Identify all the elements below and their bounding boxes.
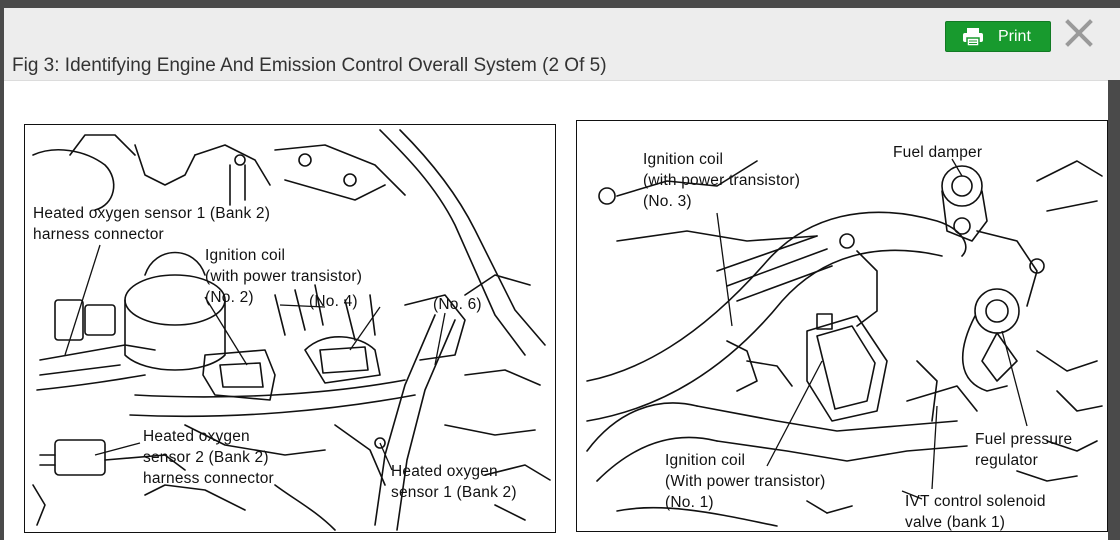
label-ignition-coil-no1-line3: (No. 1) bbox=[665, 494, 714, 511]
label-ignition-coil-no3: Ignition coil bbox=[643, 151, 724, 168]
left-engine-diagram: Heated oxygen sensor 1 (Bank 2) harness … bbox=[24, 124, 556, 533]
right-engine-diagram: Ignition coil (with power transistor) (N… bbox=[576, 120, 1108, 532]
figure-title: Fig 3: Identifying Engine And Emission C… bbox=[12, 55, 607, 76]
label-fuel-damper: Fuel damper bbox=[893, 144, 983, 161]
left-engine-illustration bbox=[32, 129, 551, 531]
label-ignition-coil-no1: Ignition coil bbox=[665, 452, 746, 469]
label-o2-sensor1-bank2-connector: Heated oxygen sensor 1 (Bank 2) bbox=[33, 205, 271, 222]
label-ivt-control-solenoid: IVT control solenoid bbox=[905, 493, 1046, 510]
figure-modal: Fig 3: Identifying Engine And Emission C… bbox=[4, 8, 1120, 540]
window-top-strip bbox=[0, 0, 1120, 8]
printer-icon bbox=[963, 27, 983, 47]
close-icon[interactable] bbox=[1064, 18, 1094, 48]
label-o2-sensor1-bank2-connector-line2: harness connector bbox=[33, 226, 164, 243]
page-scrollbar-edge bbox=[1108, 80, 1120, 540]
label-ignition-coil-line2: (with power transistor) bbox=[205, 268, 363, 285]
label-ignition-coil: Ignition coil bbox=[205, 247, 286, 264]
label-ignition-coil-no1-line2: (With power transistor) bbox=[665, 473, 826, 490]
label-ignition-coil-no3-line3: (No. 3) bbox=[643, 193, 692, 210]
label-fuel-pressure-regulator: Fuel pressure bbox=[975, 431, 1073, 448]
label-o2-sensor2-bank2: Heated oxygen bbox=[143, 428, 250, 445]
label-coil-no2: (No. 2) bbox=[205, 289, 254, 306]
label-o2-sensor1-bank2-line2: sensor 1 (Bank 2) bbox=[391, 484, 517, 501]
label-fuel-pressure-regulator-line2: regulator bbox=[975, 452, 1038, 469]
modal-header: Fig 3: Identifying Engine And Emission C… bbox=[4, 8, 1120, 81]
label-coil-no6: (No. 6) bbox=[433, 296, 482, 313]
right-engine-illustration bbox=[586, 158, 1103, 527]
label-ignition-coil-no3-line2: (with power transistor) bbox=[643, 172, 801, 189]
label-o2-sensor2-bank2-line2: sensor 2 (Bank 2) bbox=[143, 449, 269, 466]
print-button[interactable]: Print bbox=[945, 21, 1051, 52]
print-button-label: Print bbox=[998, 27, 1031, 45]
label-coil-no4: (No. 4) bbox=[309, 293, 358, 310]
label-o2-sensor1-bank2: Heated oxygen bbox=[391, 463, 498, 480]
label-ivt-control-solenoid-line2: valve (bank 1) bbox=[905, 514, 1006, 531]
label-o2-sensor2-bank2-line3: harness connector bbox=[143, 470, 274, 487]
